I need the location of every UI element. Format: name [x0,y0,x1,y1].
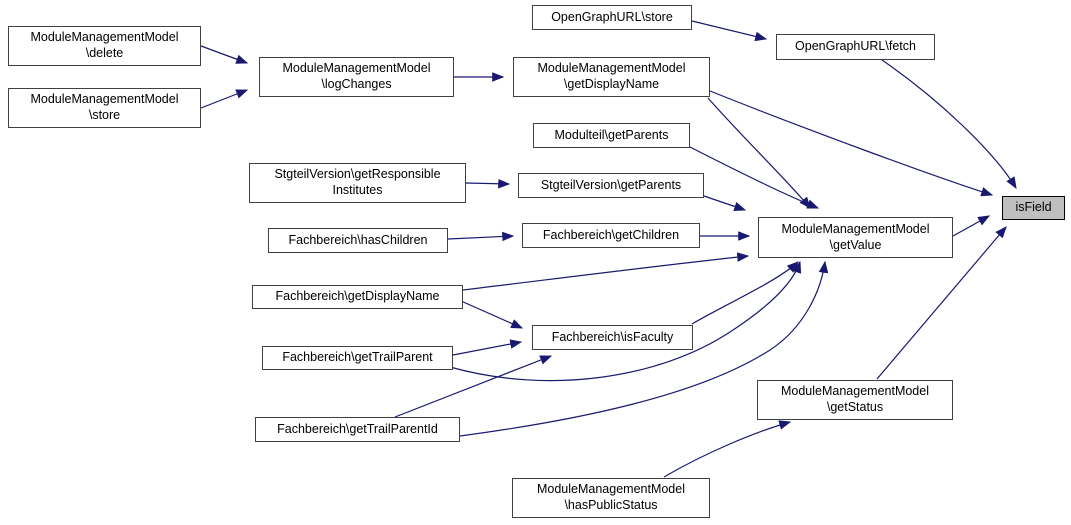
edge-fachbereich-gettrailparentid-to-mmm-getvalue [459,260,829,437]
node-mmm-delete[interactable]: ModuleManagementModel \delete [8,26,201,66]
node-modulteil-getparents[interactable]: Modulteil\getParents [533,123,690,148]
node-mmm-store[interactable]: ModuleManagementModel \store [8,88,201,128]
edge-modulteil-getparents-to-mmm-getvalue [689,146,820,209]
edge-fachbereich-gettrailparent-to-mmm-getvalue [449,260,802,382]
node-fachbereich-gettrailparentid[interactable]: Fachbereich\getTrailParentId [255,417,460,442]
edge-mmm-delete-to-mmm-logchanges [200,45,249,64]
node-stgteilversion-getparents[interactable]: StgteilVersion\getParents [518,173,704,198]
edge-fachbereich-gettrailparentid-to-fachbereich-isfaculty [394,355,553,418]
edge-mmm-getdisplayname-to-mmm-getvalue [707,97,811,209]
edge-mmm-getvalue-to-isfield [952,215,991,237]
edge-mmm-getdisplayname-to-isfield [709,90,994,197]
node-fachbereich-isfaculty[interactable]: Fachbereich\isFaculty [532,325,693,350]
edge-mmm-getstatus-to-isfield [876,226,1007,380]
edge-fachbereich-haschildren-to-fachbereich-getchildren [447,231,515,242]
edge-opengraphurl-store-to-opengraphurl-fetch [691,20,768,42]
node-fachbereich-haschildren[interactable]: Fachbereich\hasChildren [268,228,448,253]
node-mmm-getdisplayname[interactable]: ModuleManagementModel \getDisplayName [513,57,710,97]
edge-opengraphurl-fetch-to-isfield [881,59,1017,190]
node-isfield: isField [1002,196,1065,220]
edge-stgteilversion-getparents-to-mmm-getvalue [703,195,747,212]
edge-fachbereich-getdisplayname-to-fachbereich-isfaculty [460,300,524,329]
node-fachbereich-getchildren[interactable]: Fachbereich\getChildren [522,223,700,248]
edge-fachbereich-isfaculty-to-mmm-getvalue [691,261,799,325]
edge-mmm-haspublicstatus-to-mmm-getstatus [663,420,792,478]
node-stgteilversion-getresponsibleinstitutes[interactable]: StgteilVersion\getResponsible Institutes [249,163,466,203]
node-opengraphurl-store[interactable]: OpenGraphURL\store [532,5,692,30]
edge-fachbereich-getdisplayname-to-mmm-getvalue [462,252,750,291]
edge-stgteilversion-getresponsibleinstitutes-to-stgteilversion-getparents [465,178,511,189]
node-mmm-haspublicstatus[interactable]: ModuleManagementModel \hasPublicStatus [512,478,710,518]
node-fachbereich-gettrailparent[interactable]: Fachbereich\getTrailParent [262,346,453,370]
edge-fachbereich-gettrailparent-to-fachbereich-isfaculty [452,339,523,356]
node-mmm-logchanges[interactable]: ModuleManagementModel \logChanges [259,57,454,97]
node-mmm-getstatus[interactable]: ModuleManagementModel \getStatus [757,380,953,420]
node-opengraphurl-fetch[interactable]: OpenGraphURL\fetch [776,34,935,60]
node-fachbereich-getdisplayname[interactable]: Fachbereich\getDisplayName [252,285,463,309]
edge-mmm-store-to-mmm-logchanges [200,89,249,109]
node-mmm-getvalue[interactable]: ModuleManagementModel \getValue [758,217,953,258]
